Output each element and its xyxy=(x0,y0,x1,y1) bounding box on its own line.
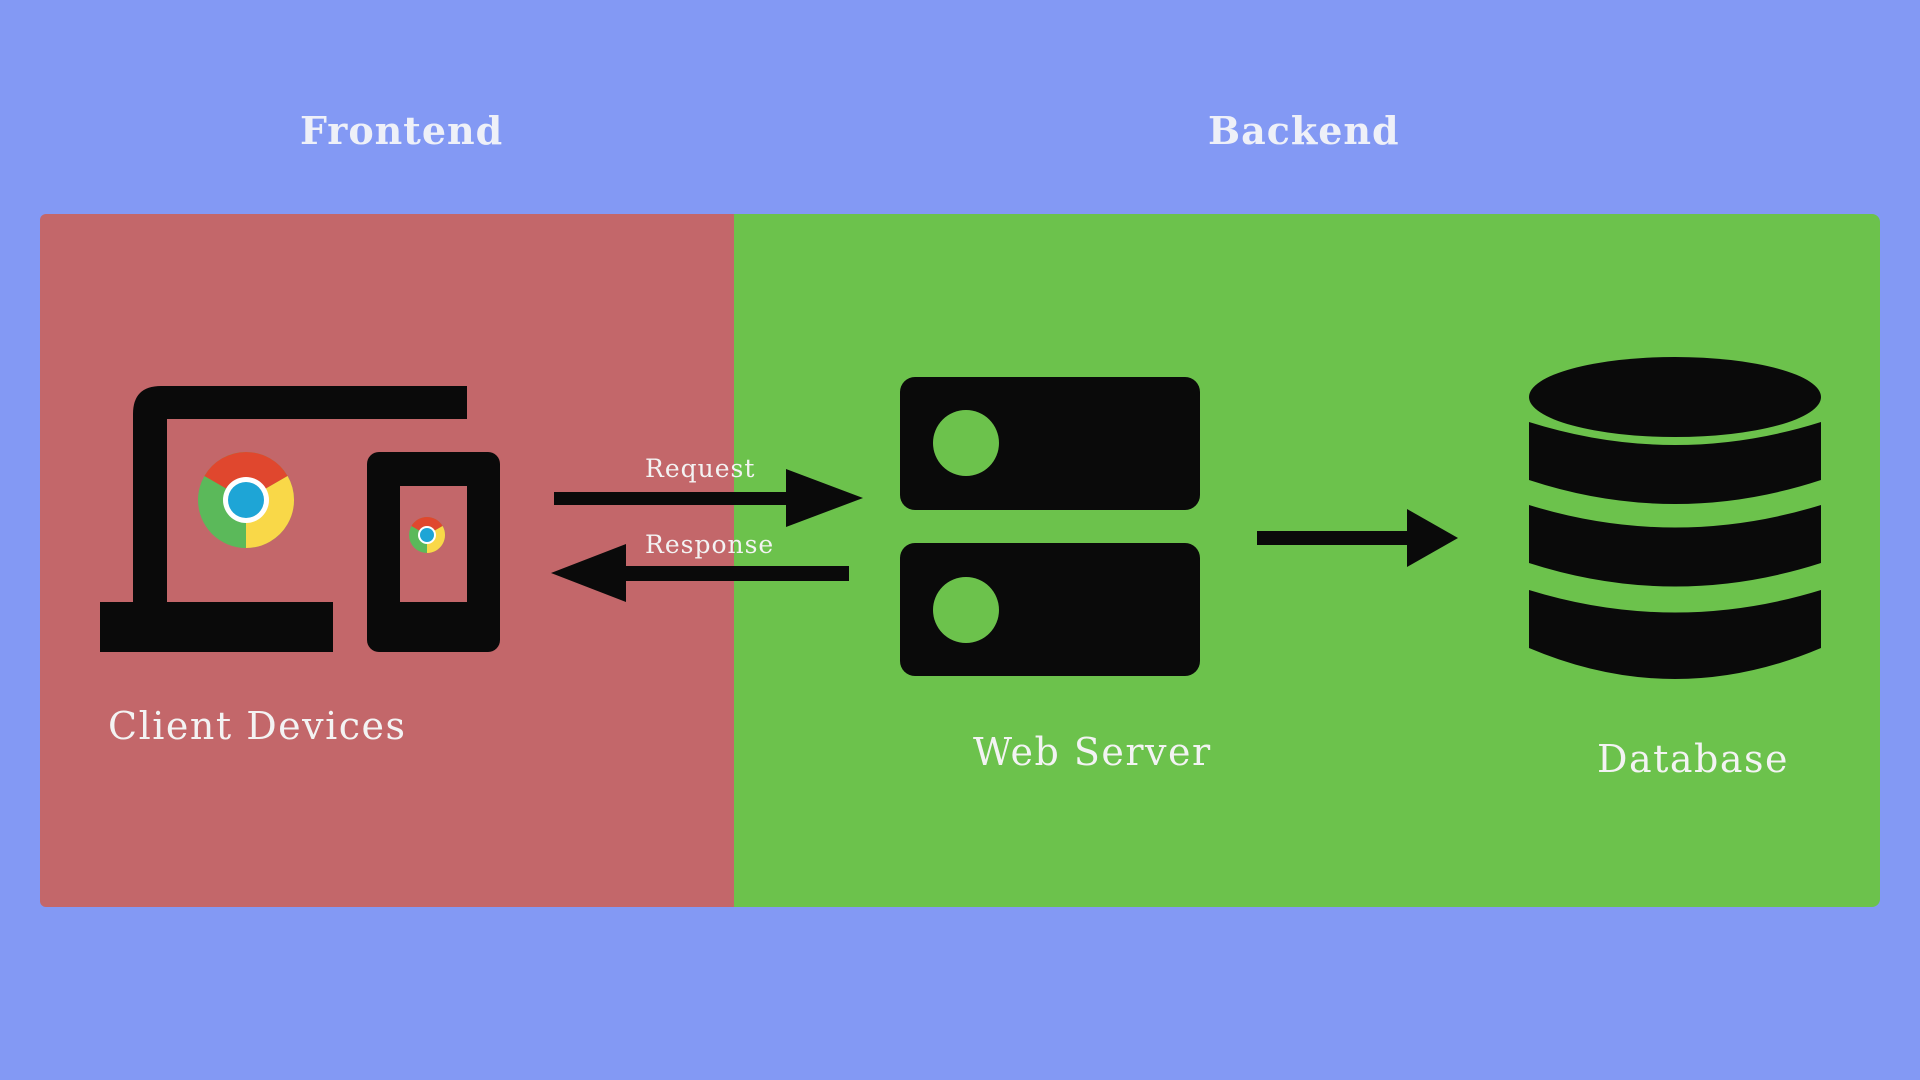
server-icon xyxy=(900,377,1200,676)
chrome-icon xyxy=(409,516,446,553)
database-label: Database xyxy=(1597,737,1790,781)
chrome-icon xyxy=(198,451,295,548)
phone-icon xyxy=(367,452,500,652)
backend-title: Backend xyxy=(1208,108,1400,153)
response-arrow xyxy=(551,544,849,602)
frontend-title: Frontend xyxy=(300,108,504,153)
client-devices-label: Client Devices xyxy=(108,704,407,748)
request-label: Request xyxy=(645,454,756,483)
database-icon xyxy=(1529,357,1821,679)
response-label: Response xyxy=(645,530,775,559)
server-database-arrow xyxy=(1257,509,1458,567)
web-server-label: Web Server xyxy=(973,730,1212,774)
request-arrow xyxy=(554,469,863,527)
laptop-icon xyxy=(100,386,467,652)
